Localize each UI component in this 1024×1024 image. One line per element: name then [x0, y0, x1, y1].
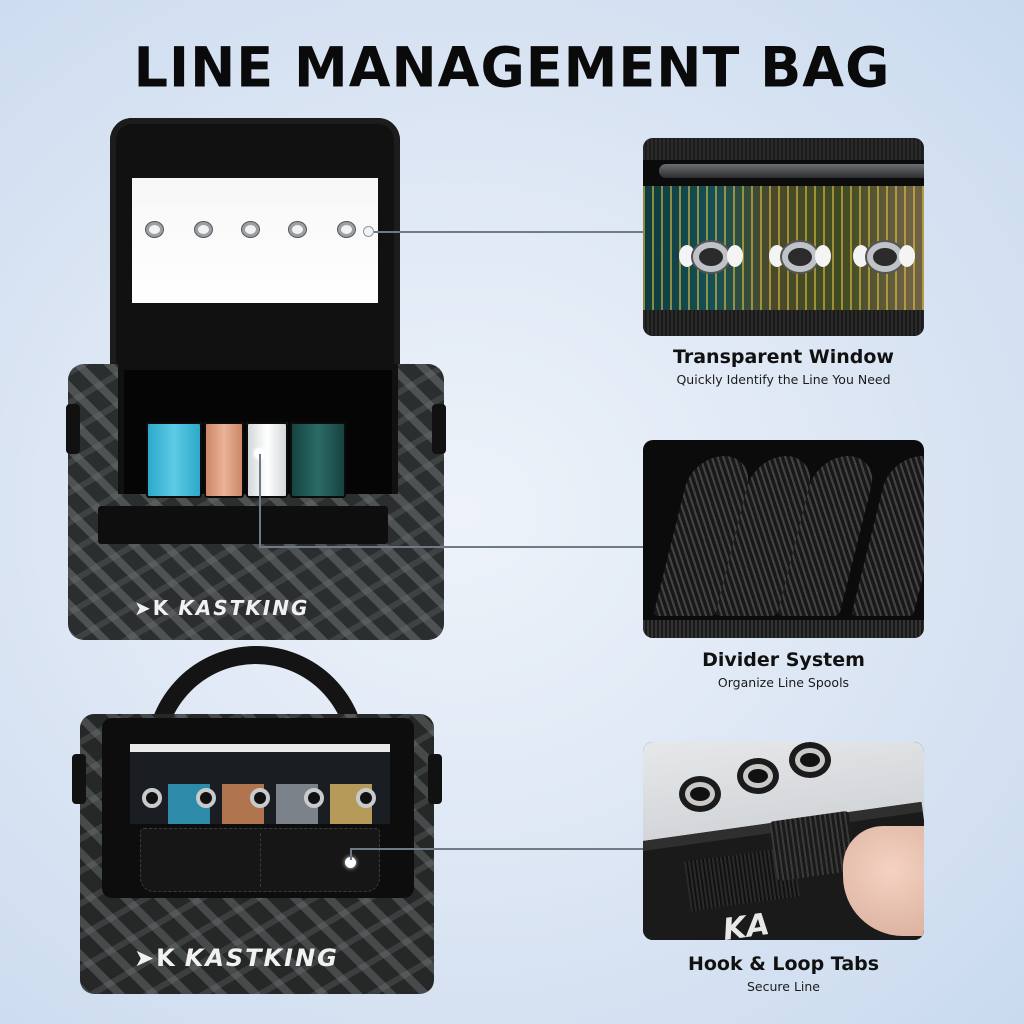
brand-name: KASTKING [184, 944, 339, 972]
feature-title: Divider System [702, 649, 865, 671]
page-title: LINE MANAGEMENT BAG [133, 35, 891, 100]
window-clip [727, 245, 743, 267]
feature-subtitle: Organize Line Spools [717, 675, 850, 690]
brand-logo-fragment: KA [720, 906, 772, 940]
fabric-band [643, 138, 924, 160]
spool-compartment [118, 364, 398, 498]
feature-title: Transparent Window [672, 346, 894, 368]
callout-line-window [374, 231, 644, 233]
grommet-icon [242, 222, 259, 237]
line-spool [146, 422, 202, 498]
callout-line-divider [259, 546, 644, 548]
callout-line-divider [259, 454, 261, 547]
callout-line-tabs [350, 848, 352, 860]
line-spool [246, 422, 288, 498]
transparent-window [132, 178, 378, 303]
open-bag-image: ➤K KASTKING [66, 118, 446, 640]
hook-loop-flap [140, 828, 380, 892]
transparent-window [130, 744, 390, 824]
grommet-icon [743, 764, 773, 788]
window-clip [815, 245, 831, 267]
callout-marker-window [363, 226, 374, 237]
bag-body: ➤K KASTKING [66, 364, 446, 640]
velcro-strip [98, 506, 388, 544]
feature-title: Hook & Loop Tabs [687, 953, 880, 975]
kastking-logo-icon: ➤K [134, 944, 177, 972]
detail-image-divider-system [643, 440, 924, 638]
line-spool [204, 422, 244, 498]
grommet-icon [782, 242, 818, 272]
bag-lid [110, 118, 400, 373]
feature-caption-divider-system: Divider System Organize Line Spools [643, 649, 924, 690]
grommet-icon [196, 788, 216, 808]
strap-clip-left [66, 404, 80, 454]
window-clip [853, 245, 869, 267]
feature-caption-transparent-window: Transparent Window Quickly Identify the … [643, 346, 924, 387]
strap-clip-right [428, 754, 442, 804]
fabric-band [643, 620, 924, 638]
grommet-icon [693, 242, 729, 272]
kastking-logo-icon: ➤K [134, 596, 171, 620]
grommet-icon [250, 788, 270, 808]
grommet-icon [146, 222, 163, 237]
brand-name: KASTKING [178, 596, 310, 620]
grommet-icon [142, 788, 162, 808]
strap-clip-left [72, 754, 86, 804]
window-clip [679, 245, 695, 267]
grommet-icon [356, 788, 376, 808]
feature-subtitle: Secure Line [747, 979, 820, 994]
detail-image-transparent-window [643, 138, 924, 336]
callout-marker-tabs [345, 857, 356, 868]
feature-subtitle: Quickly Identify the Line You Need [676, 372, 891, 387]
grommet-icon [304, 788, 324, 808]
grommet-icon [867, 242, 903, 272]
detail-image-hook-loop-tabs: KA [643, 742, 924, 940]
grommet-icon [289, 222, 306, 237]
feature-caption-hook-loop-tabs: Hook & Loop Tabs Secure Line [643, 953, 924, 994]
fabric-band [643, 310, 924, 336]
callout-line-tabs [350, 848, 644, 850]
window-rail [659, 164, 924, 178]
callout-marker-divider [254, 448, 265, 459]
line-spool [290, 422, 346, 498]
front-panel [102, 718, 414, 898]
grommet-icon [195, 222, 212, 237]
window-clip [899, 245, 915, 267]
grommet-icon [795, 748, 825, 772]
strap-clip-right [432, 404, 446, 454]
grommet-icon [685, 782, 715, 806]
window-clip [769, 245, 785, 267]
grommet-icon [338, 222, 355, 237]
brand-logo: ➤K KASTKING [134, 596, 309, 620]
